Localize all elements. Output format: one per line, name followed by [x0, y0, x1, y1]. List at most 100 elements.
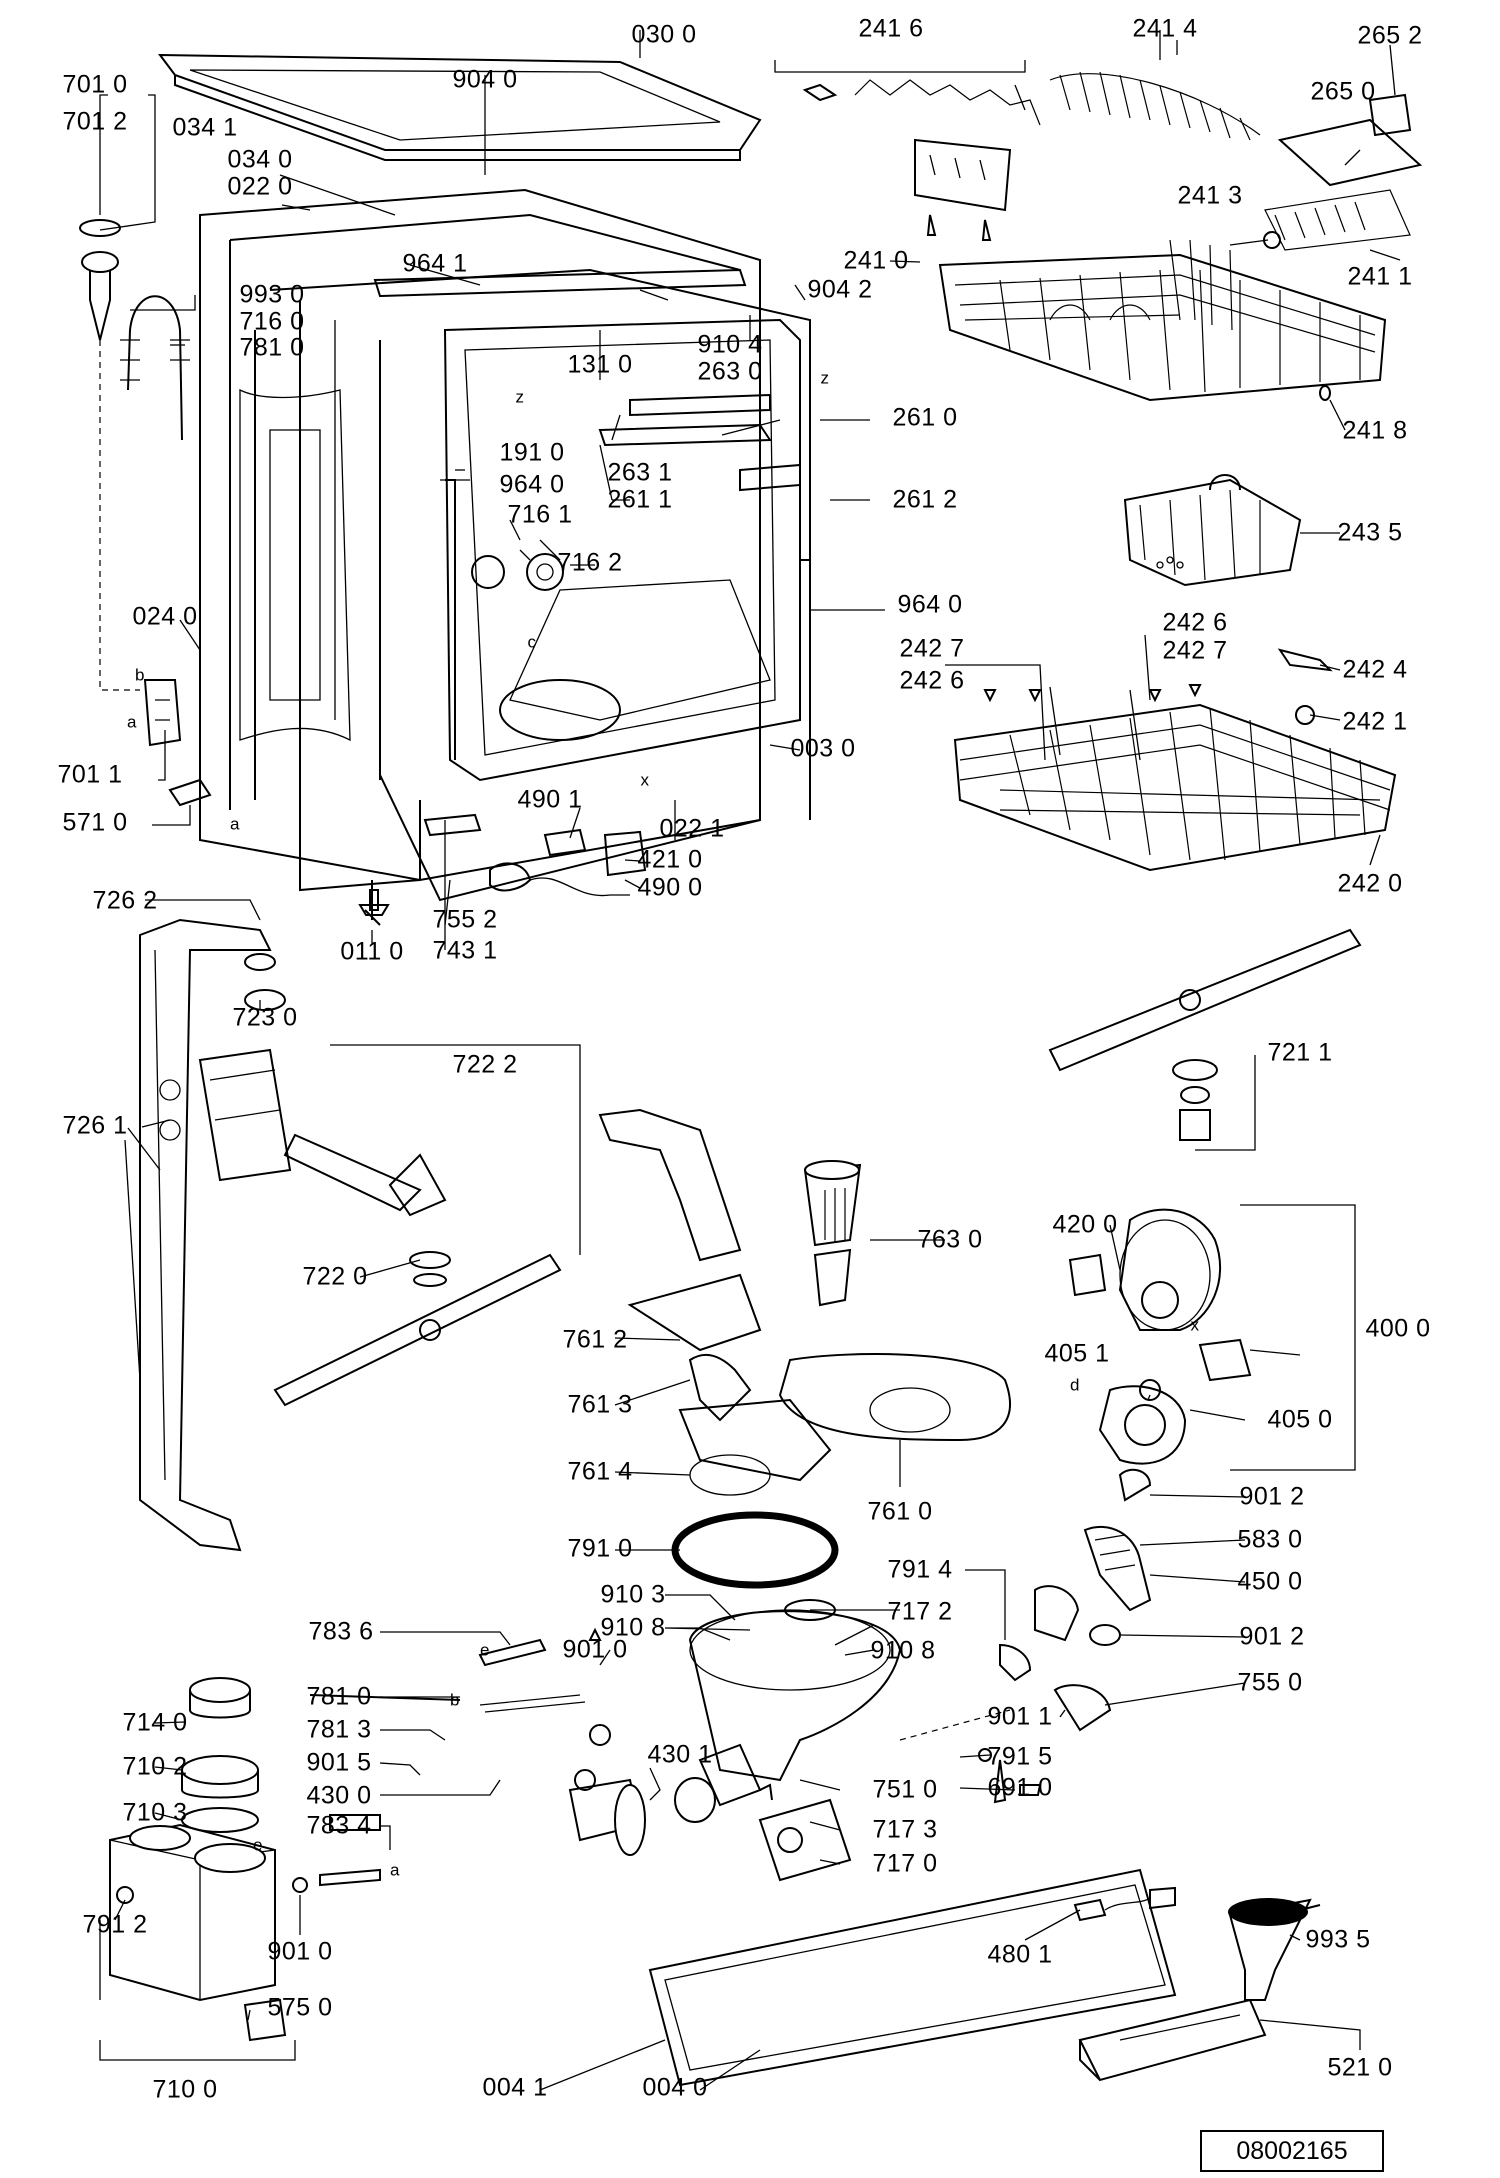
part-label: 265 0	[1310, 77, 1376, 106]
part-label: 726 1	[62, 1111, 128, 1140]
part-label: 421 0	[637, 845, 703, 874]
part-label: 901 2	[1239, 1622, 1305, 1651]
part-label: 131 0	[567, 350, 633, 379]
document-number: 08002165	[1200, 2130, 1384, 2172]
part-label: 430 1	[647, 1740, 713, 1769]
part-label: 400 0	[1365, 1314, 1431, 1343]
part-label: 420 0	[1052, 1210, 1118, 1239]
part-label: 261 2	[892, 485, 958, 514]
part-label: 910 4	[697, 330, 763, 359]
part-label: 791 2	[82, 1910, 148, 1939]
part-label: 717 2	[887, 1597, 953, 1626]
connection-letter-mark: c	[527, 632, 537, 652]
inlet-hose-part	[79, 219, 212, 807]
part-label: 265 2	[1357, 21, 1423, 50]
part-label: 241 6	[858, 14, 924, 43]
part-label: 755 2	[432, 905, 498, 934]
part-label: 910 3	[600, 1580, 666, 1609]
part-label: 761 4	[567, 1457, 633, 1486]
part-label: 716 0	[239, 307, 305, 336]
sump-seal-ring-part	[671, 1511, 839, 1589]
part-label: 755 0	[1237, 1668, 1303, 1697]
part-label: 781 0	[239, 333, 305, 362]
part-label: 241 3	[1177, 181, 1243, 210]
sump-part	[688, 1599, 1011, 1807]
connection-letter-mark: x	[640, 770, 650, 790]
part-label: 717 3	[872, 1815, 938, 1844]
part-label: 571 0	[62, 808, 128, 837]
part-label: 024 0	[132, 602, 198, 631]
part-label: 721 1	[1267, 1038, 1333, 1067]
part-label: 490 1	[517, 785, 583, 814]
part-label: 901 1	[987, 1702, 1053, 1731]
part-label: 791 5	[987, 1742, 1053, 1771]
part-label: 521 0	[1327, 2053, 1393, 2082]
part-label: 242 7	[899, 634, 965, 663]
part-label: 791 0	[567, 1534, 633, 1563]
part-label: 761 3	[567, 1390, 633, 1419]
salt-funnel-part	[1228, 1898, 1321, 2001]
part-label: 783 4	[306, 1811, 372, 1840]
part-label: 964 0	[897, 590, 963, 619]
connection-letter-mark: b	[135, 665, 145, 685]
connection-letter-mark: a	[127, 712, 137, 732]
part-label: 781 0	[306, 1682, 372, 1711]
part-label: 261 1	[607, 485, 673, 514]
connection-letter-mark: e	[480, 1640, 490, 1660]
part-label: 710 3	[122, 1798, 188, 1827]
part-label: 242 7	[1162, 636, 1228, 665]
part-label: 004 1	[482, 2073, 548, 2102]
connection-letter-mark: a	[390, 1860, 400, 1880]
part-label: 716 2	[557, 548, 623, 577]
upper-basket-part	[802, 71, 1423, 402]
part-label: 993 0	[239, 280, 305, 309]
part-label: 242 6	[899, 666, 965, 695]
connection-letter-mark: a	[230, 814, 240, 834]
part-label: 763 0	[917, 1225, 983, 1254]
part-label: 710 2	[122, 1752, 188, 1781]
part-label: 241 1	[1347, 262, 1413, 291]
cutlery-basket-part	[1123, 474, 1302, 587]
leader-lines	[99, 30, 1401, 2091]
cabinet-frame-part	[199, 188, 811, 926]
connection-letter-mark: b	[450, 1690, 460, 1710]
part-label: 701 0	[62, 70, 128, 99]
circulation-hose-part	[978, 1525, 1152, 1804]
base-tray-part	[648, 1868, 1177, 2087]
part-label: 243 5	[1337, 518, 1403, 547]
part-label: 723 0	[232, 1003, 298, 1032]
part-label: 034 0	[227, 145, 293, 174]
part-label: 022 0	[227, 172, 293, 201]
part-label: 751 0	[872, 1775, 938, 1804]
part-label: 011 0	[340, 937, 404, 966]
part-label: 030 0	[631, 20, 697, 49]
filter-part	[803, 1160, 862, 1307]
part-label: 722 2	[452, 1050, 518, 1079]
upper-spray-arm-part	[1048, 928, 1362, 1141]
part-label: 701 2	[62, 107, 128, 136]
part-label: 781 3	[306, 1715, 372, 1744]
part-label: 701 1	[57, 760, 123, 789]
part-label: 241 0	[843, 246, 909, 275]
part-label: 904 2	[807, 275, 873, 304]
part-label: 034 1	[172, 113, 238, 142]
part-label: 901 5	[306, 1748, 372, 1777]
lower-basket-part	[953, 648, 1397, 872]
drain-tube-part	[598, 1108, 1011, 1496]
connection-letter-mark: d	[1070, 1375, 1080, 1395]
part-label: 901 0	[562, 1635, 628, 1664]
part-label: 722 0	[302, 1262, 368, 1291]
part-label: 191 0	[499, 438, 565, 467]
part-label: 242 6	[1162, 608, 1228, 637]
part-label: 716 1	[507, 500, 573, 529]
part-label: 242 0	[1337, 869, 1403, 898]
part-label: 242 4	[1342, 655, 1408, 684]
part-label: 003 0	[790, 734, 856, 763]
control-panel-part	[1078, 1998, 1267, 2082]
part-label: 993 5	[1305, 1925, 1371, 1954]
part-label: 263 1	[607, 458, 673, 487]
part-label: 242 1	[1342, 707, 1408, 736]
drain-pump-part	[568, 1777, 716, 1856]
part-label: 691 0	[987, 1773, 1053, 1802]
